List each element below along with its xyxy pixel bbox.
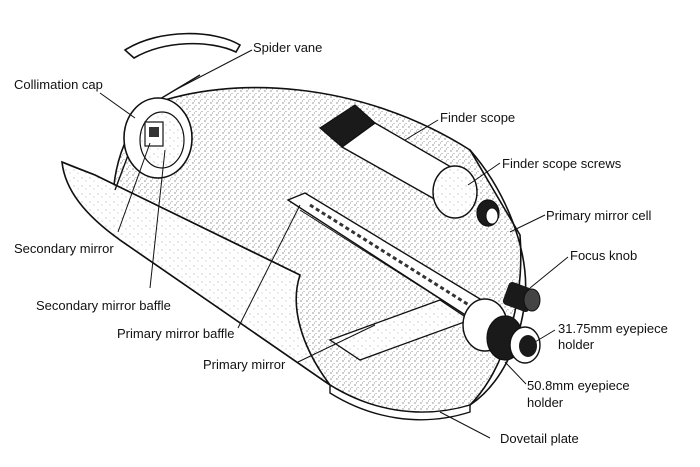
leader-dovetail — [439, 411, 491, 439]
label-focus-knob: Focus knob — [570, 248, 638, 263]
leader-finder-screws — [467, 162, 501, 186]
leader-focus-knob — [529, 256, 569, 289]
label-collimation-cap: Collimation cap — [14, 77, 103, 92]
label-primary-mirror-baffle: Primary mirror baffle — [117, 326, 235, 341]
lower-shell-rim — [61, 161, 301, 276]
leader-finder-scope — [404, 119, 439, 141]
label-eyepiece-31-line1: 31.75mm eyepiece — [558, 321, 668, 336]
label-eyepiece-50-line1: 50.8mm eyepiece — [527, 378, 630, 393]
leader-primary-mirror — [297, 324, 376, 363]
leader-eyepiece-50 — [504, 361, 527, 385]
leader-collimation-cap — [99, 92, 136, 119]
leader-primary-mirror-cell — [509, 214, 546, 233]
upper-shell — [123, 32, 242, 59]
leader-lines — [99, 49, 569, 439]
dovetail-plate-shape — [329, 383, 471, 421]
leader-secondary-baffle — [149, 149, 166, 289]
leader-secondary-mirror — [117, 142, 151, 233]
leader-eyepiece-31 — [534, 329, 556, 343]
label-secondary-mirror-baffle: Secondary mirror baffle — [36, 298, 171, 313]
label-eyepiece-31-line2: holder — [558, 337, 595, 352]
finder-scope-shape — [319, 104, 500, 227]
focuser-shape — [462, 298, 541, 364]
label-eyepiece-50-line2: holder — [527, 395, 564, 410]
label-finder-scope: Finder scope — [440, 110, 516, 125]
leader-primary-baffle — [237, 204, 301, 329]
leader-spider-vane — [174, 49, 253, 91]
label-dovetail-plate: Dovetail plate — [500, 431, 579, 446]
label-spider-vane: Spider vane — [253, 40, 323, 55]
label-finder-scope-screws: Finder scope screws — [502, 156, 622, 171]
label-secondary-mirror: Secondary mirror — [14, 241, 114, 256]
label-primary-mirror: Primary mirror — [203, 357, 286, 372]
focus-knob-shape — [502, 282, 541, 312]
label-primary-mirror-cell: Primary mirror cell — [546, 208, 652, 223]
